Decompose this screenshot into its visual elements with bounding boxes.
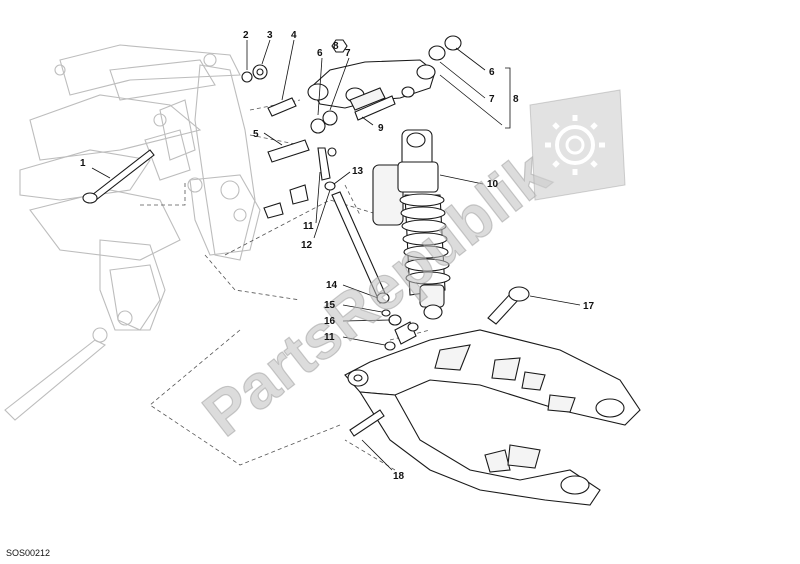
callout-10: 10 bbox=[487, 179, 499, 190]
callout-11-bottom: 11 bbox=[324, 332, 335, 343]
callout-13: 13 bbox=[352, 166, 364, 177]
callout-leader-lines bbox=[91, 39, 581, 471]
callout-15: 15 bbox=[324, 300, 336, 311]
swingarm bbox=[344, 329, 641, 506]
callout-6-left: 6 bbox=[317, 48, 323, 59]
callout-14: 14 bbox=[326, 280, 338, 291]
callout-7-left: 7 bbox=[345, 48, 351, 59]
callout-18: 18 bbox=[393, 471, 405, 482]
callout-11-top: 11 bbox=[303, 221, 314, 232]
callout-16: 16 bbox=[324, 316, 336, 327]
motorcycle-frame bbox=[4, 44, 261, 421]
hardware-parts bbox=[82, 35, 530, 437]
callout-6-right: 6 bbox=[489, 67, 495, 78]
drawing-code: SOS00212 bbox=[6, 548, 50, 558]
callout-17: 17 bbox=[583, 301, 595, 312]
callout-5: 5 bbox=[253, 129, 259, 140]
rear-shock-absorber bbox=[372, 129, 451, 320]
callout-8-right: 8 bbox=[513, 94, 519, 105]
callout-4: 4 bbox=[291, 30, 297, 41]
callout-7-right: 7 bbox=[489, 94, 495, 105]
callout-2: 2 bbox=[243, 30, 249, 41]
callout-labels: 1 2 3 4 5 6 8 7 6 7 8 9 10 13 11 12 14 1… bbox=[80, 30, 595, 482]
rocker-linkage bbox=[307, 59, 436, 111]
shock-spring-coils bbox=[399, 193, 451, 285]
gear-icon bbox=[529, 89, 626, 201]
callout-9: 9 bbox=[378, 123, 384, 134]
callout-1: 1 bbox=[80, 158, 86, 169]
callout-12: 12 bbox=[301, 240, 313, 251]
callout-8-top: 8 bbox=[333, 41, 339, 52]
callout-3: 3 bbox=[267, 30, 273, 41]
